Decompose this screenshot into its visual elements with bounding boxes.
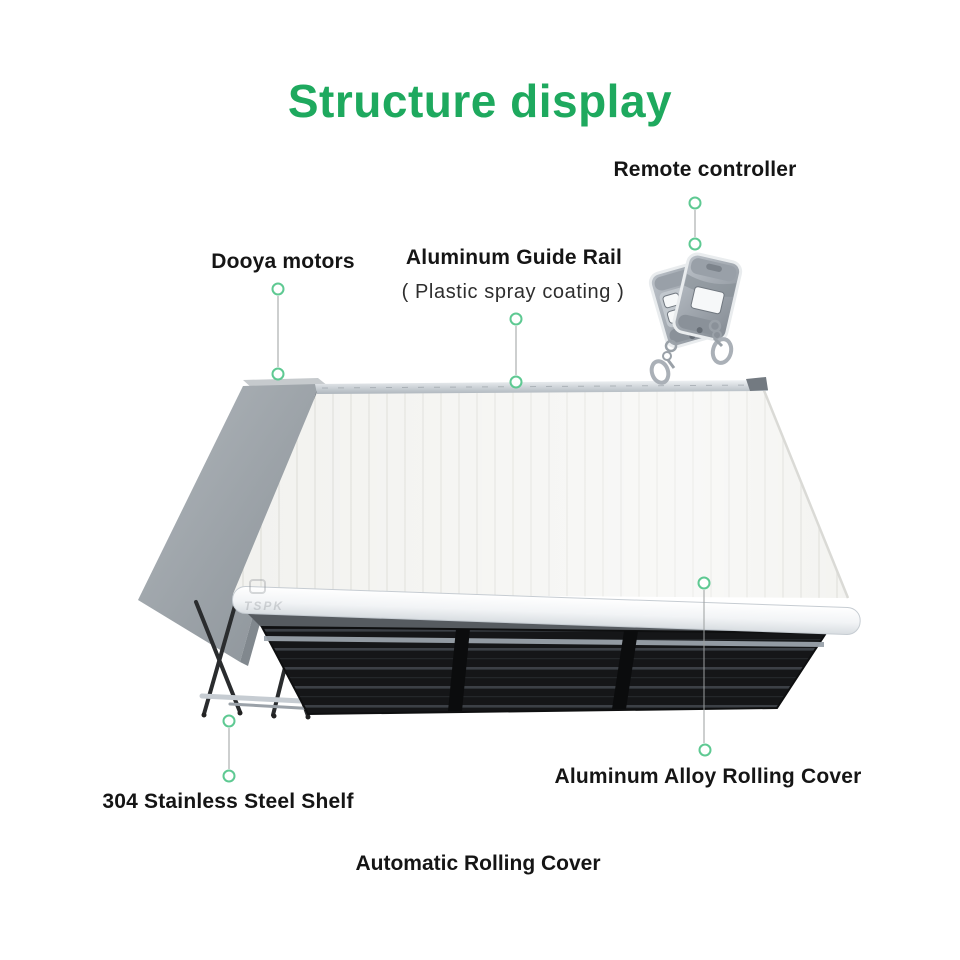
label-aluminum-guide-rail: Aluminum Guide Rail	[405, 246, 623, 269]
connector-dot	[688, 196, 702, 210]
connector-dot	[271, 367, 285, 381]
label-plastic-spray-coating: ( Plastic spray coating )	[401, 281, 625, 303]
connector-line	[515, 326, 517, 375]
page-title: Structure display	[287, 75, 673, 127]
connector-dot	[222, 769, 236, 783]
photo-watermark: TSPK	[244, 579, 284, 613]
remote-controller-right	[672, 252, 743, 342]
label-stainless-steel-shelf: 304 Stainless Steel Shelf	[102, 790, 354, 813]
label-dooya-motors: Dooya motors	[211, 250, 355, 273]
connector-line	[703, 590, 705, 743]
under-frame	[260, 625, 828, 716]
product-photo: TSPK	[138, 252, 861, 720]
connector-dot	[271, 282, 285, 296]
connector-dot	[688, 237, 702, 251]
connector-line	[228, 728, 230, 769]
connector-dot	[222, 714, 236, 728]
aluminum-guide-rail-strip	[315, 377, 768, 394]
connector-dot	[509, 312, 523, 326]
label-remote-controller: Remote controller	[613, 158, 797, 181]
remote-keychain-right	[708, 319, 734, 365]
connector-dot	[698, 743, 712, 757]
remote-keychain-left	[649, 339, 678, 385]
connector-dot	[509, 375, 523, 389]
product-caption: Automatic Rolling Cover	[355, 852, 601, 875]
connector-line	[277, 296, 279, 367]
label-aluminum-alloy-rolling-cover: Aluminum Alloy Rolling Cover	[554, 765, 862, 788]
connector-dot	[697, 576, 711, 590]
svg-text:TSPK: TSPK	[244, 599, 284, 613]
rolling-cover-deck	[233, 387, 850, 599]
connector-line	[694, 210, 696, 237]
front-rail-bar	[232, 585, 861, 635]
